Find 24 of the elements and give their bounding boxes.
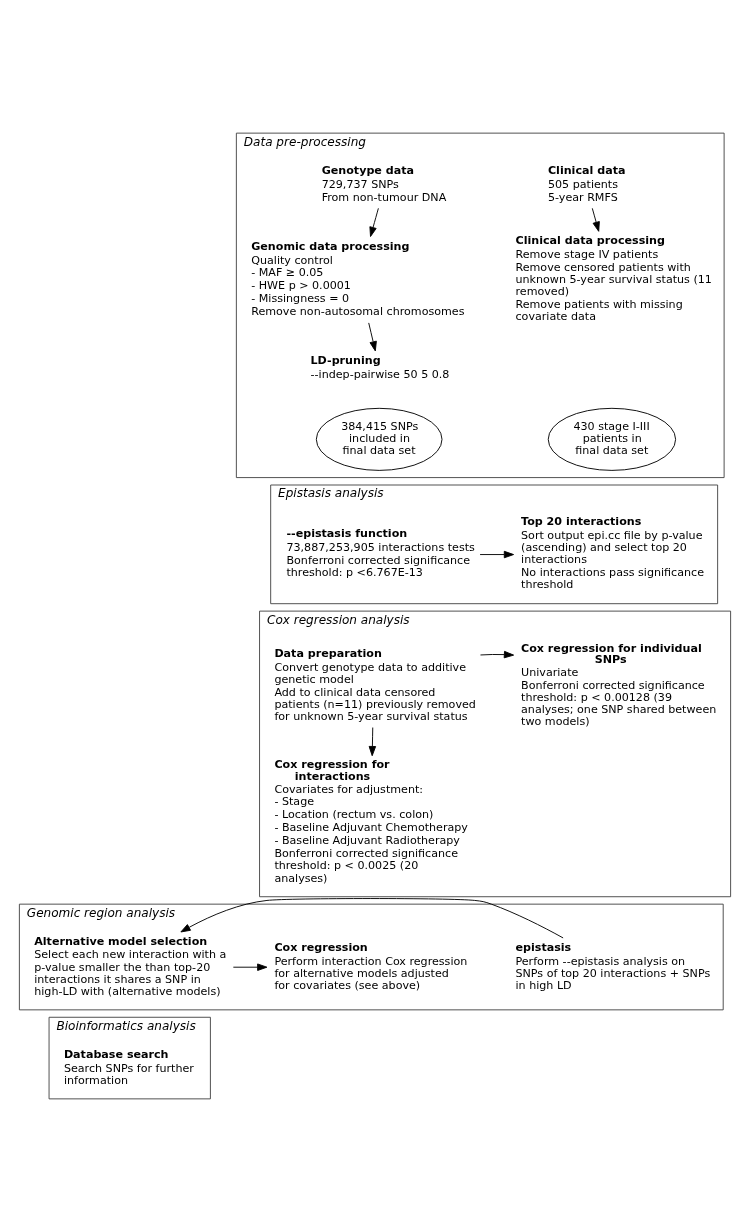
node-text: Cox regression Perform interaction Cox regression for alternative models adjusted for covariates (see above) [274, 941, 468, 993]
node-text: LD-pruning --indep-pairwise 50 5 0.8 [310, 354, 450, 382]
node-text: Genotype data 729,737 SNPs From non-tumour DNA [321, 164, 447, 204]
arrow [232, 963, 268, 971]
node-text: Clinical data processing Remove stage IV patients Remove censored patients with unknown 5-year survival status (11 removed) Remove patients with missing covariate data [515, 234, 712, 324]
node-text: Genomic data processing Quality control - MAF ≥ 0.05 - HWE p > 0.0001 - Missingness = 0 Remove non-autosomal chromosomes [251, 239, 465, 319]
node-text: Cox regression for interactions Covariates for adjustment: - Stage - Location (rectum vs. colon) - Baseline Adjuvant Chemotherapy - Baseline Adjuvant Radiotherapy Bonferroni corrected significance threshold: p < 0.0025 (20 analyses) [274, 758, 468, 885]
arrow [591, 207, 600, 232]
arrow [479, 550, 515, 559]
node-text: Clinical data 505 patients 5-year RMFS [547, 164, 626, 204]
arrow [180, 898, 564, 939]
node-ellipse: 430 stage I-III patients in final data set [547, 407, 677, 471]
node-text: Database search Search SNPs for further information [63, 1047, 194, 1087]
node-text: Alternative model selection Select each new interaction with a p-value smaller the than top-20 interactions it shares a SNP in high-LD with (alternative models) [34, 934, 227, 998]
arrow [368, 727, 377, 757]
node-text: Cox regression for individual SNPs Univariate Bonferroni corrected significance threshold: p < 0.00128 (39 analyses; one SNP shared between two models) [521, 642, 717, 729]
arrow [369, 207, 379, 237]
node-text: Top 20 interactions Sort output epi.cc file by p-value (ascending) and select top 20 interactions No interactions pass significance threshold [521, 515, 705, 592]
node-ellipse: 384,415 SNPs included in final data set [315, 407, 443, 471]
node-text: epistasis Perform --epistasis analysis on SNPs of top 20 interactions + SNPs in high LD [515, 941, 711, 993]
node-text: --epistasis function 73,887,253,905 interactions tests Bonferroni corrected significance threshold: p <6.767E-13 [286, 527, 475, 580]
node-text: Data preparation Convert genotype data to additive genetic model Add to clinical data censored patients (n=11) previously removed for unknown 5-year survival status [274, 646, 476, 723]
arrow [480, 650, 515, 659]
arrow [368, 322, 377, 352]
